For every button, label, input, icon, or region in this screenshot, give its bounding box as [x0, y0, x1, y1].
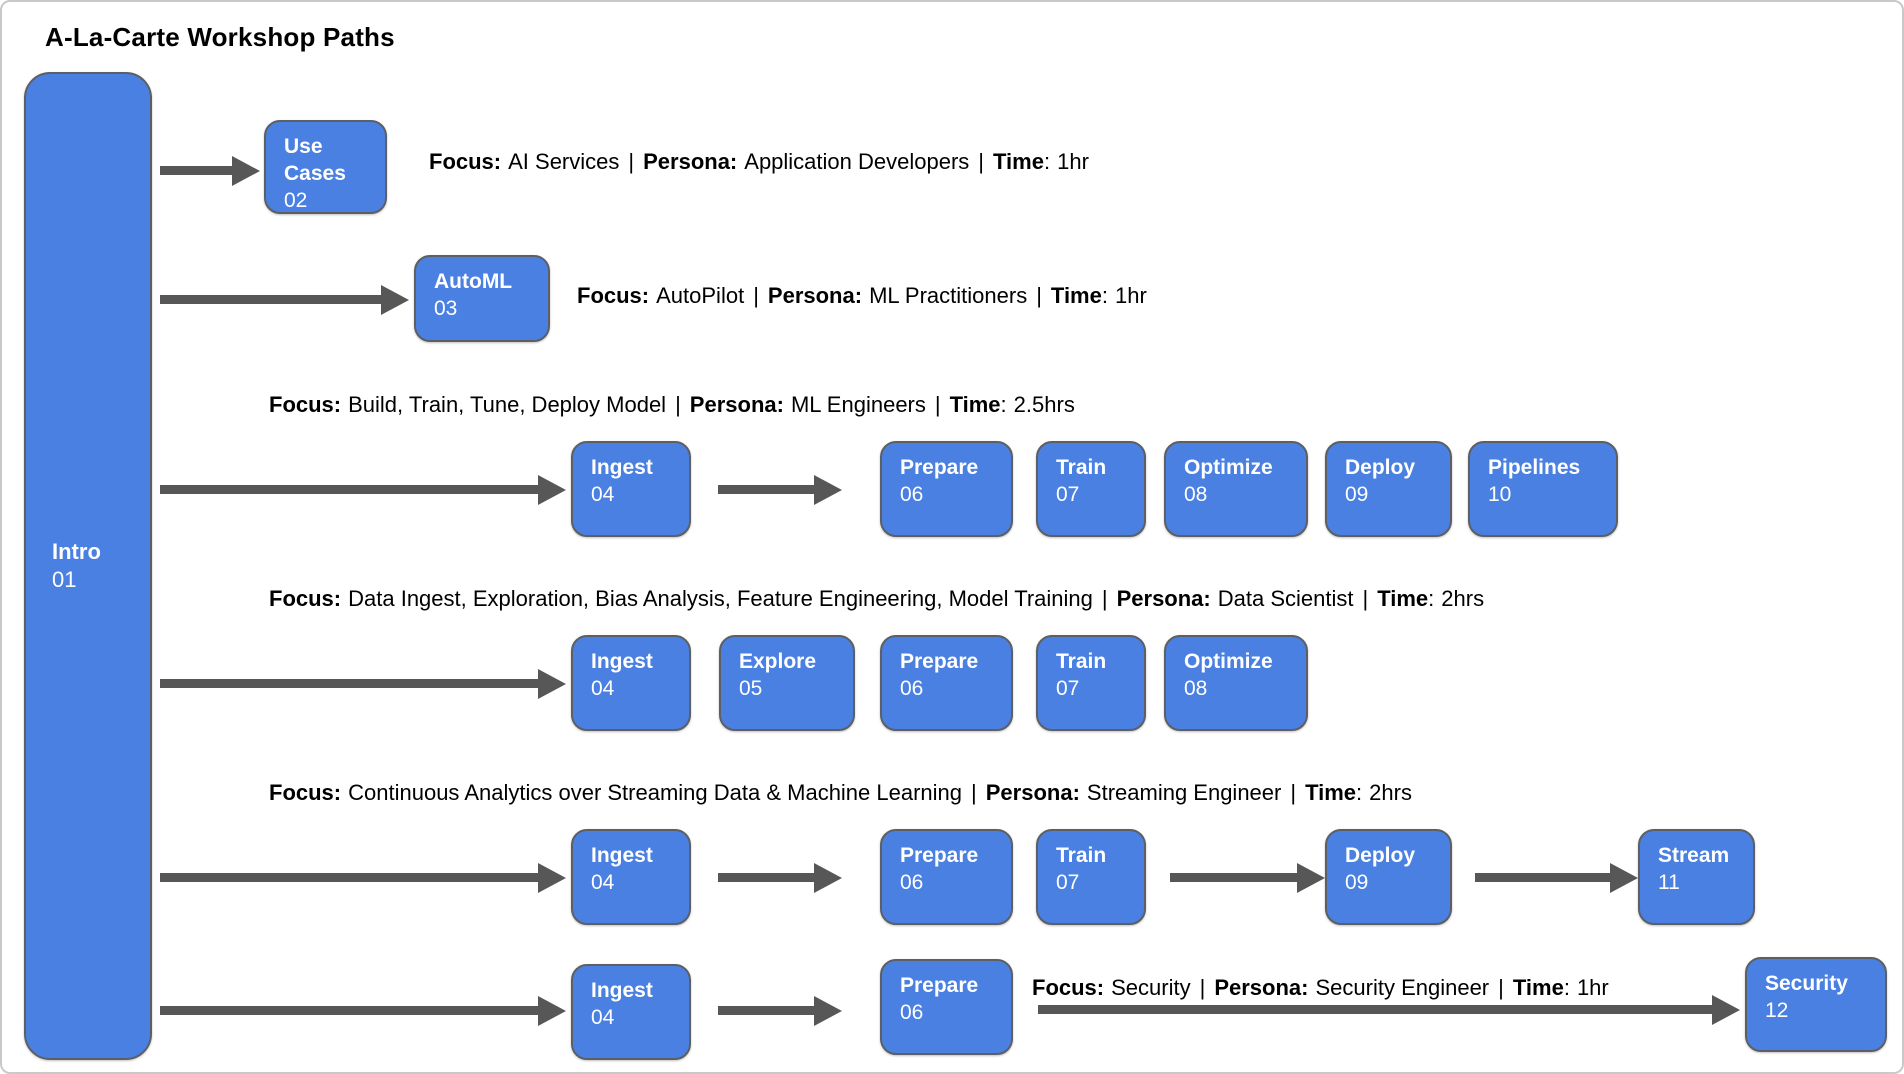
node-number: 11 — [1658, 870, 1680, 894]
arrow-intro-to-automl — [160, 295, 381, 304]
node-ingest-row3: Ingest 04 — [571, 441, 691, 537]
node-pipelines-row3: Pipelines 10 — [1468, 441, 1618, 537]
arrow-ingest-to-prepare-row3 — [718, 485, 814, 494]
node-label: Train — [1056, 844, 1107, 867]
node-number: 03 — [434, 296, 458, 320]
arrow-intro-to-ingest-row5 — [160, 873, 538, 882]
node-security-row6: Security 12 — [1745, 957, 1887, 1052]
node-label: Ingest — [591, 456, 653, 479]
path-description-2: Focus:AutoPilot|Persona:ML Practitioners… — [577, 283, 1147, 308]
arrow-intro-to-ingest-row3 — [160, 485, 538, 494]
node-stream-row5: Stream 11 — [1638, 829, 1755, 925]
node-deploy-row5: Deploy 09 — [1325, 829, 1452, 925]
node-ingest-row4: Ingest 04 — [571, 635, 691, 731]
node-explore-row4: Explore 05 — [719, 635, 855, 731]
node-label: Train — [1056, 456, 1107, 479]
node-label: Deploy — [1345, 456, 1416, 479]
node-number: 04 — [591, 676, 615, 700]
node-optimize-row3: Optimize 08 — [1164, 441, 1308, 537]
node-label: Security — [1765, 972, 1848, 995]
node-ingest-row5: Ingest 04 — [571, 829, 691, 925]
arrow-prepare-to-security-row6 — [1038, 1005, 1712, 1014]
node-label: Ingest — [591, 979, 653, 1002]
node-use-cases: Use Cases 02 — [264, 120, 387, 214]
node-number: 06 — [900, 870, 924, 894]
node-label: Train — [1056, 650, 1107, 673]
node-number: 01 — [52, 567, 77, 592]
node-number: 07 — [1056, 870, 1080, 894]
node-number: 06 — [900, 676, 924, 700]
arrow-train-to-deploy-row5 — [1170, 873, 1297, 882]
path-description-6: Focus:Security|Persona:Security Engineer… — [1032, 975, 1609, 1000]
node-automl: AutoML 03 — [414, 255, 550, 342]
node-label: Prepare — [900, 650, 979, 673]
page-title: A-La-Carte Workshop Paths — [45, 22, 395, 52]
node-number: 06 — [900, 1000, 924, 1024]
node-label: Explore — [739, 650, 817, 673]
node-label: Prepare — [900, 456, 979, 479]
node-label: Ingest — [591, 650, 653, 673]
path-description-1: Focus:AI Services|Persona:Application De… — [429, 149, 1089, 174]
node-number: 04 — [591, 1005, 615, 1029]
node-number: 04 — [591, 482, 615, 506]
node-train-row4: Train 07 — [1036, 635, 1146, 731]
node-label: Prepare — [900, 844, 979, 867]
node-prepare-row3: Prepare 06 — [880, 441, 1013, 537]
node-label: Intro — [52, 538, 101, 564]
arrow-intro-to-ingest-row6 — [160, 1006, 538, 1015]
node-number: 02 — [284, 188, 308, 212]
node-prepare-row5: Prepare 06 — [880, 829, 1013, 925]
node-label: Pipelines — [1488, 456, 1581, 479]
node-number: 06 — [900, 482, 924, 506]
node-train-row5: Train 07 — [1036, 829, 1146, 925]
node-train-row3: Train 07 — [1036, 441, 1146, 537]
node-optimize-row4: Optimize 08 — [1164, 635, 1308, 731]
node-number: 10 — [1488, 482, 1512, 506]
node-number: 08 — [1184, 482, 1208, 506]
node-label: Ingest — [591, 844, 653, 867]
node-label: Optimize — [1184, 456, 1273, 479]
node-number: 09 — [1345, 870, 1369, 894]
node-prepare-row4: Prepare 06 — [880, 635, 1013, 731]
node-label: Deploy — [1345, 844, 1416, 867]
arrow-deploy-to-stream-row5 — [1475, 873, 1610, 882]
node-number: 05 — [739, 676, 763, 700]
node-number: 08 — [1184, 676, 1208, 700]
node-label: Stream — [1658, 844, 1730, 867]
node-intro: Intro 01 — [24, 72, 152, 1060]
arrow-ingest-to-prepare-row5 — [718, 873, 814, 882]
node-prepare-row6: Prepare 06 — [880, 959, 1013, 1055]
path-description-4: Focus:Data Ingest, Exploration, Bias Ana… — [269, 586, 1485, 611]
node-label: Prepare — [900, 974, 979, 997]
node-number: 04 — [591, 870, 615, 894]
node-number: 07 — [1056, 676, 1080, 700]
node-number: 09 — [1345, 482, 1369, 506]
node-label: Optimize — [1184, 650, 1273, 673]
path-description-3: Focus:Build, Train, Tune, Deploy Model|P… — [269, 392, 1075, 417]
path-description-5: Focus:Continuous Analytics over Streamin… — [269, 780, 1412, 805]
arrow-ingest-to-prepare-row6 — [718, 1006, 814, 1015]
node-label: Use Cases — [284, 135, 346, 185]
arrow-intro-to-use-cases — [160, 166, 232, 175]
node-number: 07 — [1056, 482, 1080, 506]
arrow-intro-to-ingest-row4 — [160, 679, 538, 688]
node-ingest-row6: Ingest 04 — [571, 964, 691, 1060]
node-deploy-row3: Deploy 09 — [1325, 441, 1452, 537]
node-number: 12 — [1765, 998, 1789, 1022]
node-label: AutoML — [434, 270, 513, 293]
